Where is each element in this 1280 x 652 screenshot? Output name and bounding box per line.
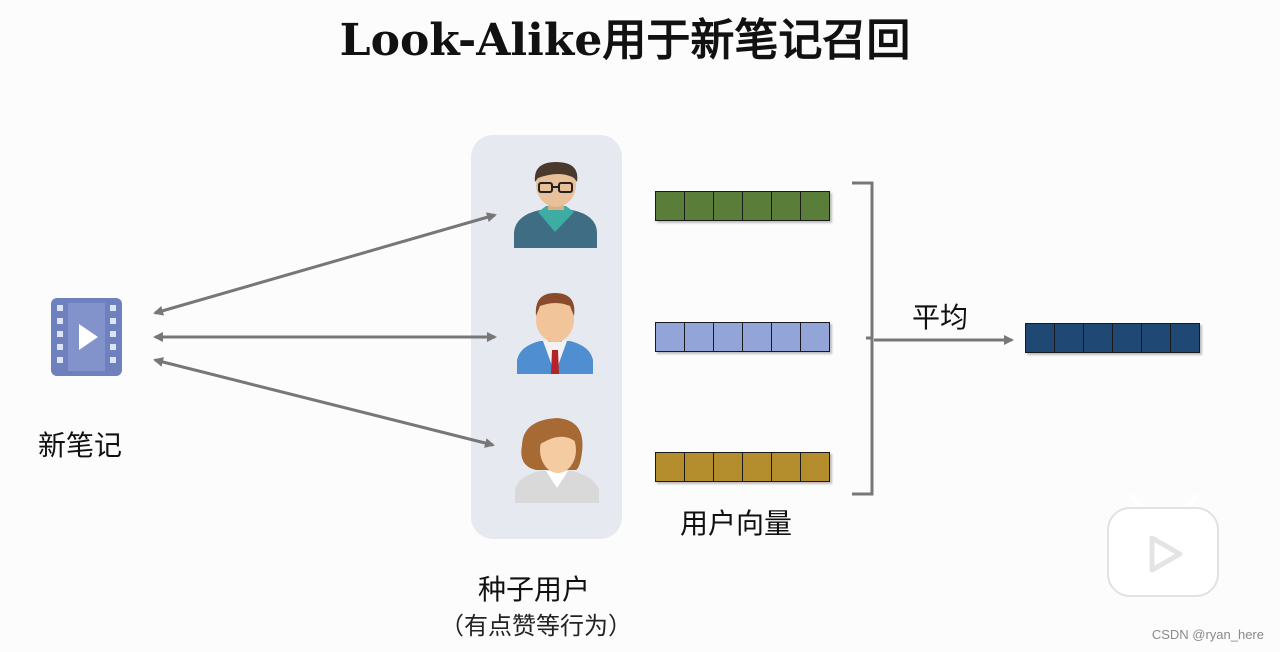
user-vector-cell — [800, 452, 830, 482]
average-vector-cell — [1170, 323, 1200, 353]
video-play-badge-icon — [1107, 494, 1219, 597]
video-file-icon — [51, 298, 122, 376]
user-vectors-label: 用户向量 — [680, 507, 793, 540]
user-vector-cell — [684, 322, 714, 352]
arrow-to-user-glasses — [153, 212, 497, 316]
page-title: Look-Alike用于新笔记召回 — [339, 15, 911, 66]
user-vector-cell — [800, 322, 830, 352]
user-vector-cell — [742, 452, 772, 482]
average-vector-cell — [1025, 323, 1055, 353]
woman-avatar-icon — [515, 418, 599, 503]
average-label: 平均 — [912, 301, 969, 334]
seed-users-label: 种子用户 — [478, 573, 591, 606]
user-vector-cell — [713, 322, 743, 352]
average-vector-cell — [1112, 323, 1142, 353]
man-with-glasses-avatar-icon — [514, 162, 597, 248]
user-vector-cell — [655, 191, 685, 221]
average-vector-cell — [1083, 323, 1113, 353]
user-vector-cell — [655, 452, 685, 482]
csdn-watermark: CSDN @ryan_here — [1151, 627, 1264, 642]
seed-users-sublabel: （有点赞等行为） — [440, 612, 632, 640]
average-vector — [1025, 323, 1200, 353]
man-with-tie-avatar-icon — [517, 293, 593, 374]
user-vector-glasses — [655, 191, 830, 221]
arrow-to-user-woman — [153, 357, 495, 448]
user-vector-cell — [771, 452, 801, 482]
user-vector-cell — [771, 191, 801, 221]
average-vector-cell — [1141, 323, 1171, 353]
user-vector-cell — [655, 322, 685, 352]
user-vector-woman — [655, 452, 830, 482]
average-vector-cell — [1054, 323, 1084, 353]
user-vector-cell — [684, 191, 714, 221]
user-vector-cell — [713, 191, 743, 221]
new-note-label: 新笔记 — [38, 429, 123, 462]
user-vector-cell — [771, 322, 801, 352]
user-vector-cell — [742, 322, 772, 352]
grouping-bracket — [852, 181, 874, 496]
user-vector-cell — [684, 452, 714, 482]
user-vector-tie — [655, 322, 830, 352]
user-vector-cell — [713, 452, 743, 482]
user-vector-cell — [742, 191, 772, 221]
user-vector-cell — [800, 191, 830, 221]
